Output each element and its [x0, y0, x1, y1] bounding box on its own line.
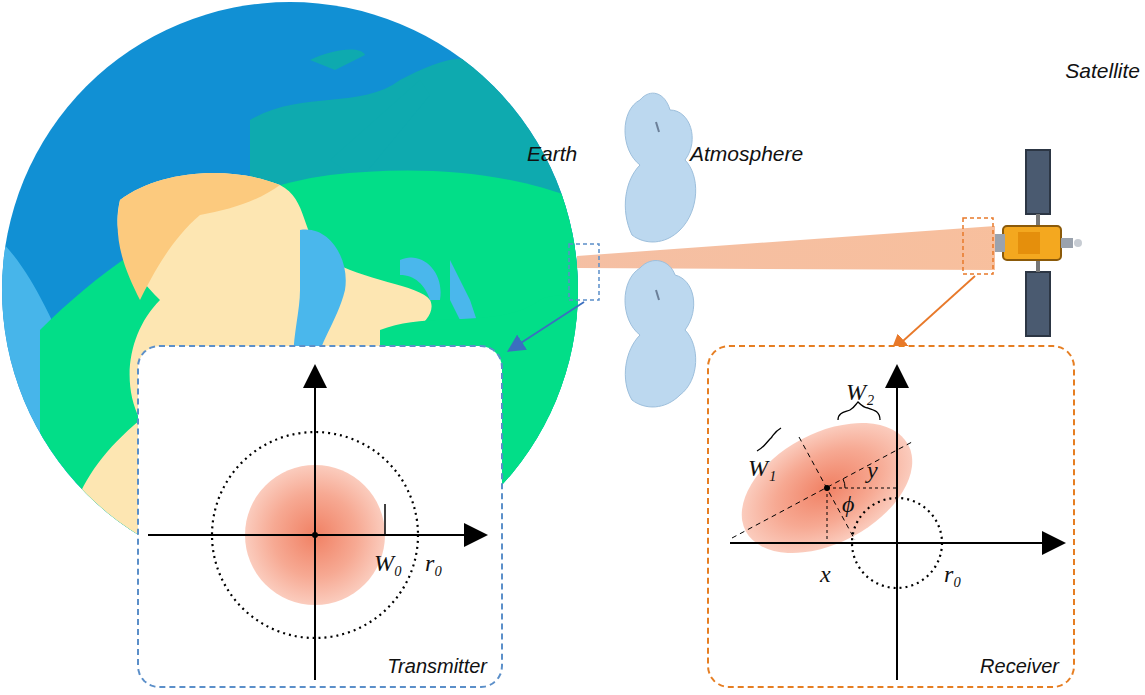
cloud [625, 93, 696, 407]
inset-title: Receiver [980, 655, 1059, 678]
axis-width-label: W₂ [846, 380, 874, 404]
inset-title: Transmitter [387, 655, 487, 678]
transmitter-plot [148, 368, 484, 680]
receiver-plot [720, 368, 1062, 680]
atmosphere-label: Atmosphere [690, 143, 803, 164]
aperture-radius-label: r₀ [425, 551, 443, 575]
receiver-inset: Receiver [707, 345, 1075, 688]
aperture-radius-label: r₀ [944, 562, 962, 586]
earth-label: Earth [527, 143, 577, 164]
axis-width-label: W₁ [748, 456, 776, 480]
offset-label: y [867, 458, 878, 482]
beam-waist-label: W₀ [374, 551, 402, 575]
satellite-label: Satellite [1065, 60, 1140, 81]
satellite [995, 150, 1082, 336]
offset-label: x [820, 562, 831, 586]
transmitter-inset: Transmitter [137, 345, 503, 688]
angle-label: ϕ [842, 492, 854, 516]
